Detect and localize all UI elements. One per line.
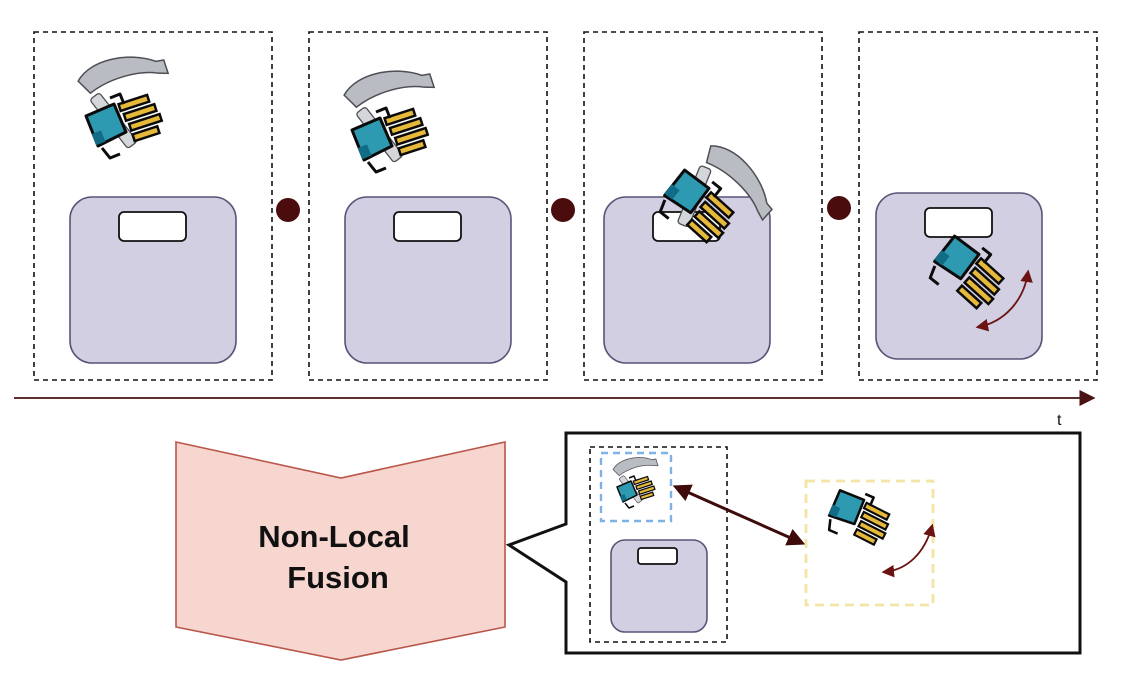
hand-region-box (599, 451, 673, 523)
scale-1 (69, 196, 237, 364)
motion-arrow-4 (975, 269, 1033, 332)
scale-mini (610, 539, 708, 633)
non-local-link-arrow (672, 484, 806, 546)
motion-arrow-mini (881, 523, 936, 578)
fusion-detail-callout (505, 431, 1082, 655)
fusion-label-line1: Non-Local (258, 519, 410, 554)
timeline-frame-4 (858, 31, 1098, 381)
fusion-block: Non-Local Fusion (175, 441, 506, 661)
fusion-label-line2: Fusion (287, 560, 389, 595)
separator-dot-3 (827, 196, 851, 220)
timeline-frame-1 (33, 31, 273, 381)
separator-dot-1 (276, 198, 300, 222)
separator-dot-2 (551, 198, 575, 222)
hammer-icon-2 (340, 63, 436, 174)
hammer-icon-1 (74, 49, 170, 160)
scale-2 (344, 196, 512, 364)
time-axis-label: t (1057, 412, 1062, 429)
timeline-frame-3 (583, 31, 823, 381)
timeline-frame-2 (308, 31, 548, 381)
